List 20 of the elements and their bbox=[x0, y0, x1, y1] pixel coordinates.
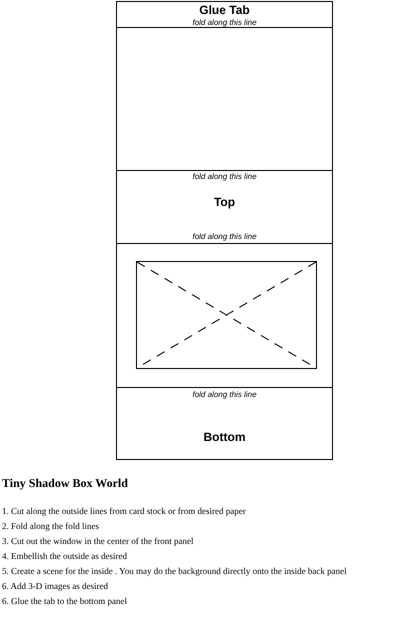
panel-label: Bottom bbox=[202, 430, 246, 444]
instruction-step: 4. Embellish the outside as desired bbox=[2, 551, 127, 561]
instruction-step: 3. Cut out the window in the center of the front panel bbox=[2, 536, 194, 546]
panel bbox=[116, 387, 333, 460]
fold-instruction: fold along this line bbox=[191, 172, 258, 181]
instruction-step: 5. Create a scene for the inside . You may do the background directly onto the inside back panel bbox=[2, 566, 347, 576]
window-box bbox=[116, 27, 333, 171]
instruction-step: 6. Glue the tab to the bottom panel bbox=[2, 596, 127, 606]
title: Tiny Shadow Box World bbox=[2, 476, 128, 491]
panel bbox=[116, 170, 333, 244]
panel bbox=[116, 1, 333, 28]
instruction-step: 2. Fold along the fold lines bbox=[2, 521, 99, 531]
window-box bbox=[116, 243, 333, 388]
panel-label: Glue Tab bbox=[198, 3, 251, 17]
fold-instruction: fold along this line bbox=[191, 232, 258, 241]
fold-instruction: fold along this line bbox=[191, 18, 258, 27]
fold-instruction: fold along this line bbox=[191, 390, 258, 399]
instruction-step: 1. Cut along the outside lines from card stock or from desired paper bbox=[2, 506, 246, 516]
panel-label: Top bbox=[212, 195, 236, 209]
instruction-step: 6. Add 3-D images as desired bbox=[2, 581, 108, 591]
